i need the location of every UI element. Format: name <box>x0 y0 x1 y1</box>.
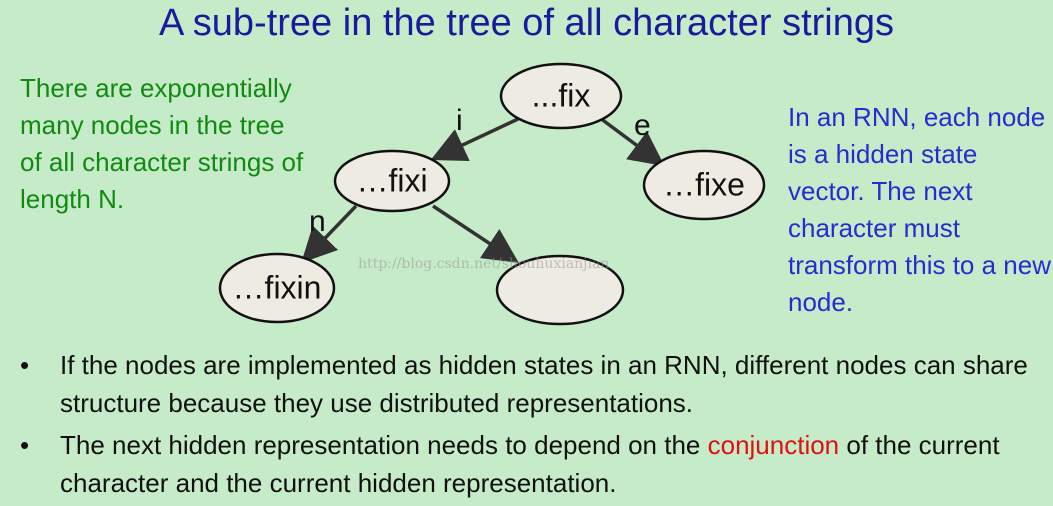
bullet-list: • If the nodes are implemented as hidden… <box>20 346 1050 506</box>
node-root-label: ...fix <box>532 77 591 113</box>
node-fixin-label: …fixin <box>233 269 322 305</box>
node-root: ...fix <box>499 62 623 130</box>
edge-root-to-fixi <box>430 117 519 161</box>
edge-label-n: n <box>309 205 326 238</box>
node-blank <box>495 254 625 326</box>
left-note: There are exponentially many nodes in th… <box>20 73 304 214</box>
bullet-text-after: of the current character and the current… <box>60 430 1000 498</box>
bullet-text: If the nodes are implemented as hidden s… <box>60 350 1028 418</box>
right-note: In an RNN, each node is a hidden state v… <box>788 102 1051 317</box>
node-fixe-label: …fixe <box>663 166 745 202</box>
edge-fixi-to-fixin <box>301 204 358 264</box>
node-fixin: …fixin <box>218 252 336 324</box>
bullet-text-before: The next hidden representation needs to … <box>60 430 708 460</box>
bullet-marker: • <box>20 430 30 460</box>
slide-title: A sub-tree in the tree of all character … <box>158 2 895 44</box>
node-fixi: …fixi <box>333 149 451 213</box>
watermark: http://blog.csdn.net/shouhuxianjian <box>358 256 610 272</box>
node-fixi-label: …fixi <box>356 162 427 198</box>
highlight-conjunction: conjunction <box>707 430 840 460</box>
edge-label-i: i <box>456 104 463 137</box>
bullet-marker: • <box>20 350 30 380</box>
edge-root-to-fixe <box>598 116 665 167</box>
bullet-item: • If the nodes are implemented as hidden… <box>20 346 1050 422</box>
bullet-item: • The next hidden representation needs t… <box>20 426 1050 502</box>
node-fixe: …fixe <box>642 149 766 221</box>
edge-fixi-to-blank <box>432 204 519 263</box>
edge-label-e: e <box>634 109 651 142</box>
